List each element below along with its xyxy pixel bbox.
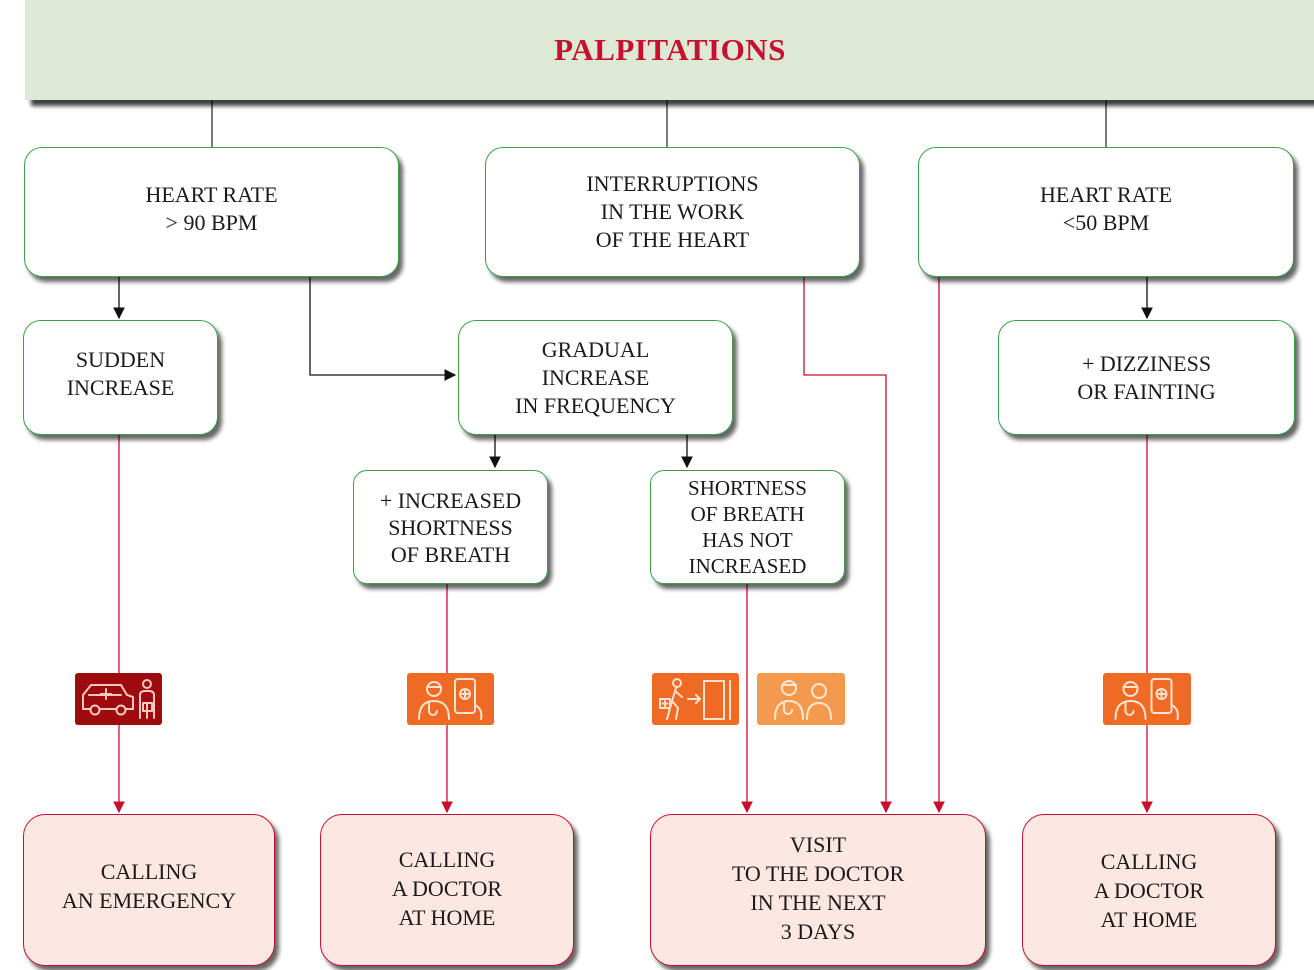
- title-banner: PALPITATIONS: [25, 0, 1314, 100]
- node-shortness-not-increased: SHORTNESS OF BREATH HAS NOT INCREASED: [650, 470, 845, 584]
- walk-to-clinic-icon: [652, 673, 739, 725]
- page-title: PALPITATIONS: [554, 32, 786, 67]
- outcome-calling-doctor-home: CALLING A DOCTOR AT HOME: [1022, 814, 1276, 966]
- outcome-calling-doctor-home: CALLING A DOCTOR AT HOME: [320, 814, 574, 966]
- node-sudden-increase: SUDDEN INCREASE: [23, 320, 218, 435]
- doctor-patient-icon: [757, 673, 845, 725]
- node-heart-rate-high: HEART RATE > 90 BPM: [24, 147, 399, 277]
- node-dizziness: + DIZZINESS OR FAINTING: [998, 320, 1295, 435]
- outcome-calling-emergency: CALLING AN EMERGENCY: [23, 814, 275, 966]
- high-to-gradual-arrow: [309, 277, 457, 381]
- outcome-visit-doctor: VISIT TO THE DOCTOR IN THE NEXT 3 DAYS: [650, 814, 986, 966]
- doctor-phone-icon: [1103, 673, 1191, 725]
- doctor-phone-icon: [407, 673, 494, 725]
- node-gradual-increase: GRADUAL INCREASE IN FREQUENCY: [458, 320, 733, 435]
- node-increased-shortness: + INCREASED SHORTNESS OF BREATH: [353, 470, 548, 584]
- node-heart-rate-low: HEART RATE <50 BPM: [918, 147, 1294, 277]
- ambulance-paramedic-icon: [75, 673, 162, 725]
- node-interruptions: INTERRUPTIONS IN THE WORK OF THE HEART: [485, 147, 860, 277]
